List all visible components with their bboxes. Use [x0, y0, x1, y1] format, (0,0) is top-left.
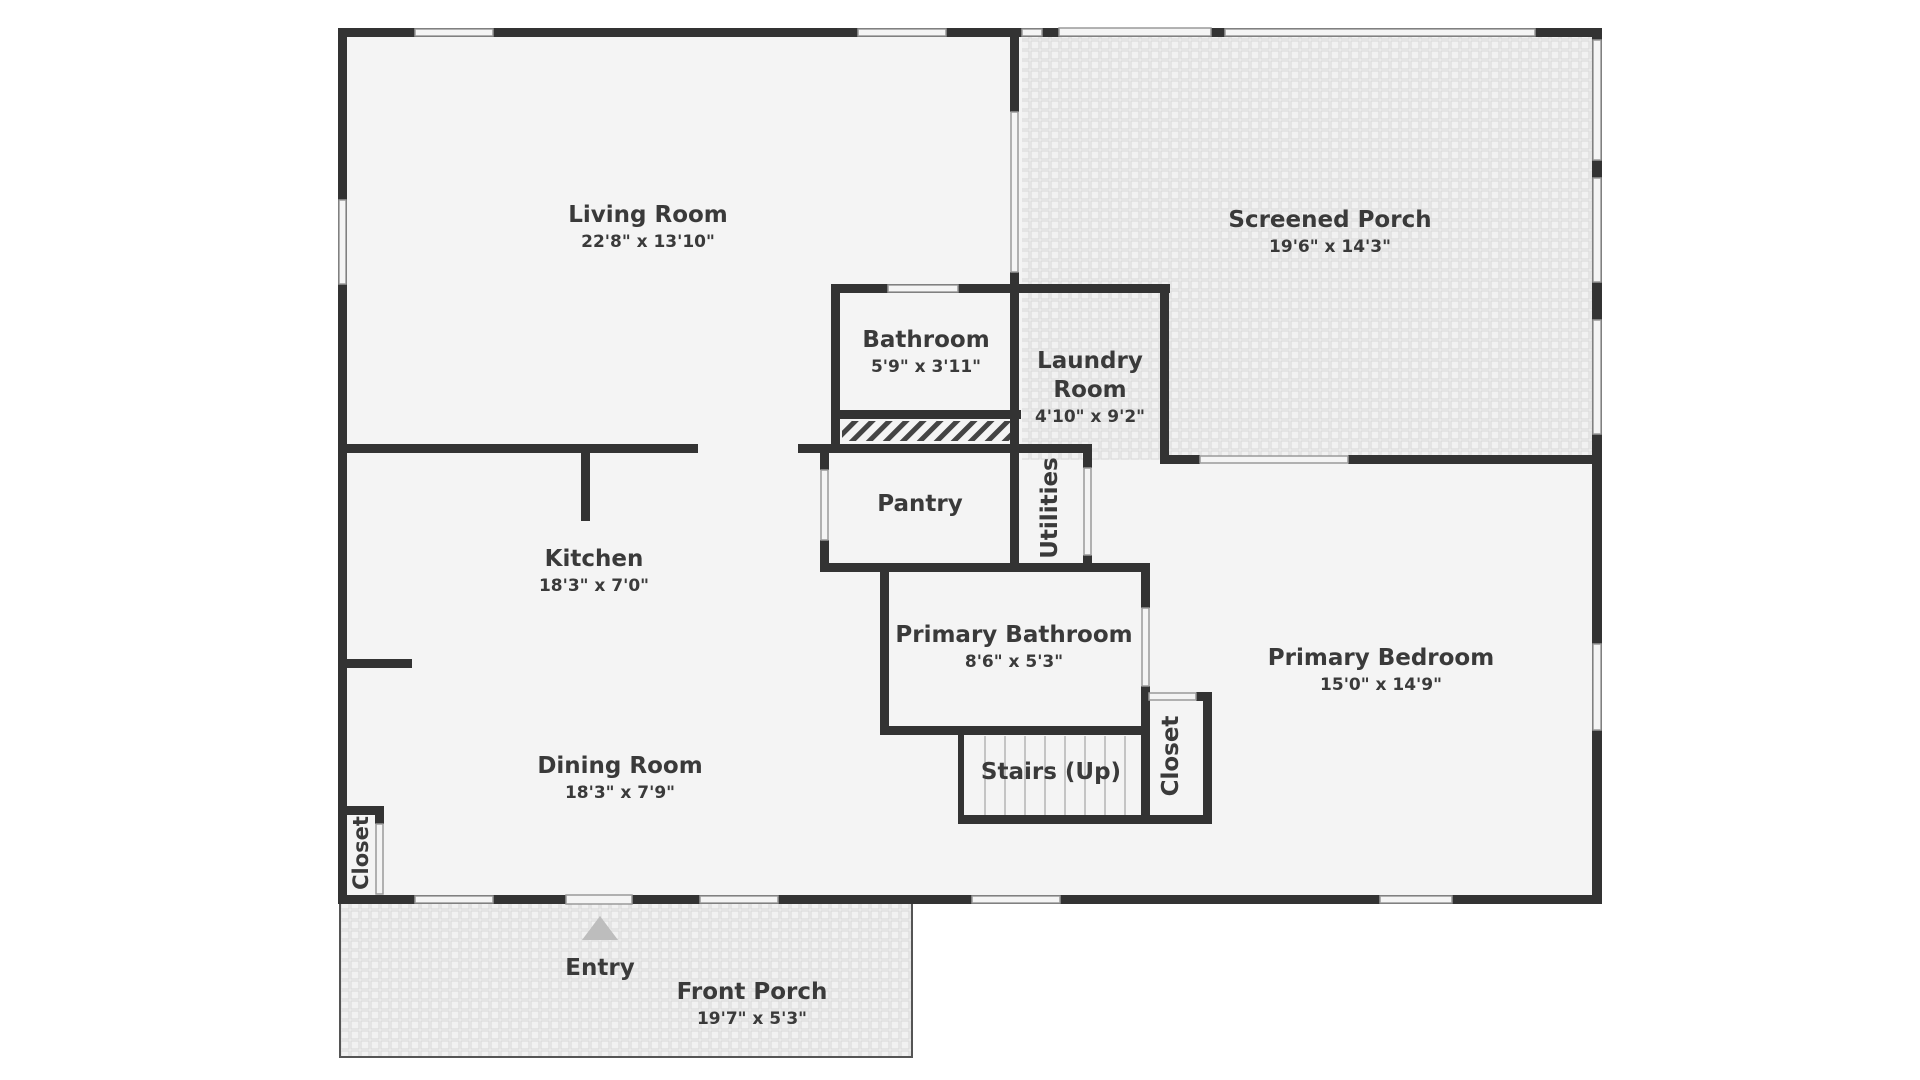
wall-primary-bath-bottom	[880, 726, 1142, 735]
bedroom-opening	[1199, 455, 1349, 464]
primary-bath-opening	[1141, 607, 1150, 687]
room-dim-screened-porch: 19'6" x 14'3"	[1269, 237, 1391, 257]
walls	[338, 28, 1602, 904]
wall-pantry-left-top	[820, 444, 829, 470]
room-dim-dining-room: 18'3" x 7'9"	[565, 783, 675, 803]
wall-left	[338, 28, 347, 904]
wall-primary-bath-top	[880, 563, 1150, 572]
wall-porch-bedroom	[1348, 455, 1598, 464]
closet-opening	[1148, 692, 1197, 701]
room-dim-front-porch: 19'7" x 5'3"	[697, 1009, 807, 1029]
room-dim-laundry: 4'10" x 9'2"	[1035, 407, 1145, 427]
room-name-closet-right: Closet	[1158, 716, 1184, 797]
room-name-utilities: Utilities	[1037, 457, 1063, 559]
wall-stairs-closet	[1141, 735, 1150, 824]
label-entry: Entry	[565, 955, 634, 981]
wall-left-closet-top	[340, 806, 384, 815]
wall-bathroom-bottom	[831, 410, 1021, 419]
hatched-wall-section	[842, 421, 1010, 441]
wall-closet-top-left	[1141, 692, 1149, 701]
room-name-pantry: Pantry	[877, 491, 962, 517]
window	[1592, 319, 1602, 435]
wall-top	[338, 28, 1602, 37]
screened-porch-floor	[1022, 36, 1594, 460]
wall-pantry-top	[820, 444, 1090, 453]
window	[699, 895, 779, 904]
wall-porch-divider-lower	[1010, 272, 1019, 472]
window	[1592, 643, 1602, 731]
window	[1592, 39, 1602, 161]
wall-kitchen-stub	[581, 453, 590, 521]
wall-laundry-bottom	[1160, 455, 1200, 464]
window	[1379, 895, 1453, 904]
window	[1592, 177, 1602, 283]
room-name-front-porch: Front Porch	[677, 979, 828, 1005]
porch-opening	[1058, 27, 1212, 37]
window	[338, 199, 347, 285]
wall-porch-divider-top	[1010, 30, 1019, 112]
wall-primary-bath-right-top	[1141, 563, 1150, 608]
wall-pantry-utilities	[1010, 444, 1019, 572]
window	[414, 28, 494, 37]
wall-stairs-bottom	[958, 815, 1212, 824]
window	[857, 28, 947, 37]
window	[1021, 28, 1043, 37]
wall-stairs-left	[958, 735, 964, 823]
wall-closet-right	[1203, 692, 1212, 824]
window	[971, 895, 1061, 904]
porch-door	[1010, 111, 1019, 273]
room-name-screened-porch: Screened Porch	[1228, 207, 1431, 233]
wall-bathroom-left	[831, 284, 840, 444]
wall-laundry-top	[1010, 284, 1170, 293]
floor-areas	[339, 30, 1600, 1058]
room-name-dining-room: Dining Room	[537, 753, 702, 779]
wall-bottom	[338, 895, 1602, 904]
room-dim-primary-bedroom: 15'0" x 14'9"	[1320, 675, 1442, 695]
entry-arrow-icon	[582, 916, 618, 940]
room-name-laundry-line2: Room	[1053, 377, 1126, 403]
room-name-bathroom: Bathroom	[862, 327, 989, 353]
window	[414, 895, 494, 904]
wall-closet-left	[1141, 692, 1150, 742]
wall-right	[1592, 28, 1602, 904]
room-name-kitchen: Kitchen	[545, 546, 644, 572]
room-dim-primary-bathroom: 8'6" x 5'3"	[965, 652, 1063, 672]
room-name-primary-bathroom: Primary Bathroom	[895, 622, 1132, 648]
left-closet-opening	[375, 823, 384, 895]
room-name-living-room: Living Room	[568, 202, 728, 228]
wall-utilities-right-top	[1083, 444, 1092, 468]
room-name-stairs: Stairs (Up)	[981, 759, 1121, 785]
window	[887, 284, 959, 293]
wall-living-kitchen	[340, 444, 698, 453]
stairs-treads	[984, 736, 1126, 815]
room-name-closet-left: Closet	[349, 816, 373, 890]
room-name-laundry-line1: Laundry	[1037, 348, 1143, 374]
entry-opening	[565, 894, 633, 905]
front-porch-floor	[339, 901, 913, 1058]
utilities-opening	[1083, 467, 1092, 556]
pantry-opening	[820, 469, 829, 541]
room-name-primary-bedroom: Primary Bedroom	[1268, 645, 1494, 671]
windows	[338, 27, 1602, 905]
room-dim-living-room: 22'8" x 13'10"	[581, 232, 715, 252]
wall-primary-bath-left	[880, 563, 889, 735]
wall-laundry-right	[1160, 284, 1169, 464]
room-dim-kitchen: 18'3" x 7'0"	[539, 576, 649, 596]
window	[1224, 28, 1536, 37]
wall-dining-stub	[340, 659, 412, 668]
wall-pantry-left-bottom	[820, 540, 829, 572]
wall-left-closet-right	[375, 806, 384, 824]
room-dim-bathroom: 5'9" x 3'11"	[871, 357, 981, 377]
